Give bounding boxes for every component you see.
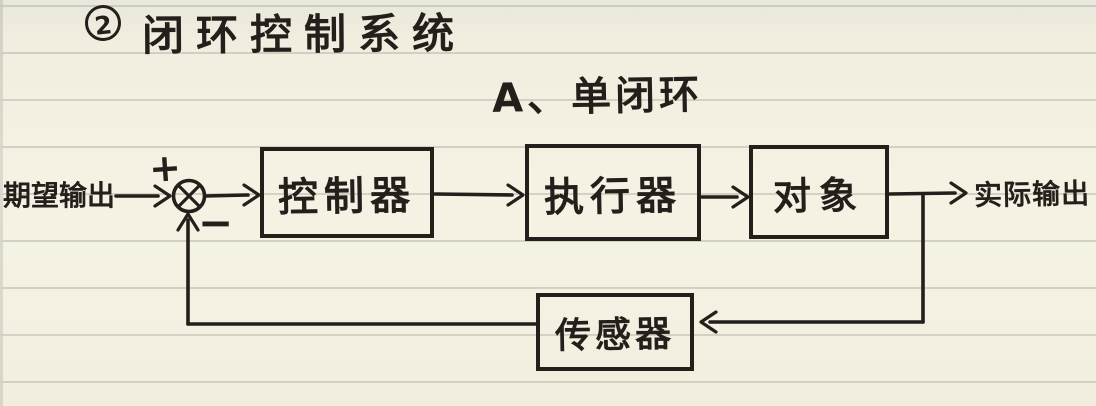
actuator-block-label: 执行器	[543, 172, 683, 221]
controller-to-actuator-arrowhead	[506, 183, 525, 207]
output-signal-label: 实际输出	[973, 176, 1091, 213]
sensor-block-label: 传感器	[554, 313, 676, 358]
plant-block-label: 对象	[772, 172, 866, 219]
plant-block: 对象	[749, 145, 889, 239]
controller-to-actuator-line	[433, 192, 514, 197]
section-subtitle: A、单闭环	[491, 72, 704, 122]
output-arrowhead	[949, 181, 968, 205]
input-arrowhead	[153, 184, 172, 208]
sensor-block: 传感器	[536, 293, 694, 371]
page-left-edge	[0, 0, 3, 406]
controller-block: 控制器	[260, 147, 434, 238]
feedback-arrowhead	[176, 212, 200, 232]
actuator-to-plant-arrowhead	[731, 185, 750, 209]
actuator-block: 执行器	[525, 144, 701, 241]
input-signal-label: 期望输出	[3, 179, 116, 212]
plus-sign: +	[147, 144, 183, 192]
controller-block-label: 控制器	[277, 172, 417, 221]
summing-junction-cross-2	[176, 183, 202, 209]
junction-to-controller-line	[203, 193, 250, 198]
sensor-input-arrowhead	[699, 310, 718, 334]
page-title: 闭环控制系统	[141, 8, 467, 61]
minus-sign: −	[198, 198, 234, 247]
junction-to-controller-arrowhead	[242, 183, 261, 207]
